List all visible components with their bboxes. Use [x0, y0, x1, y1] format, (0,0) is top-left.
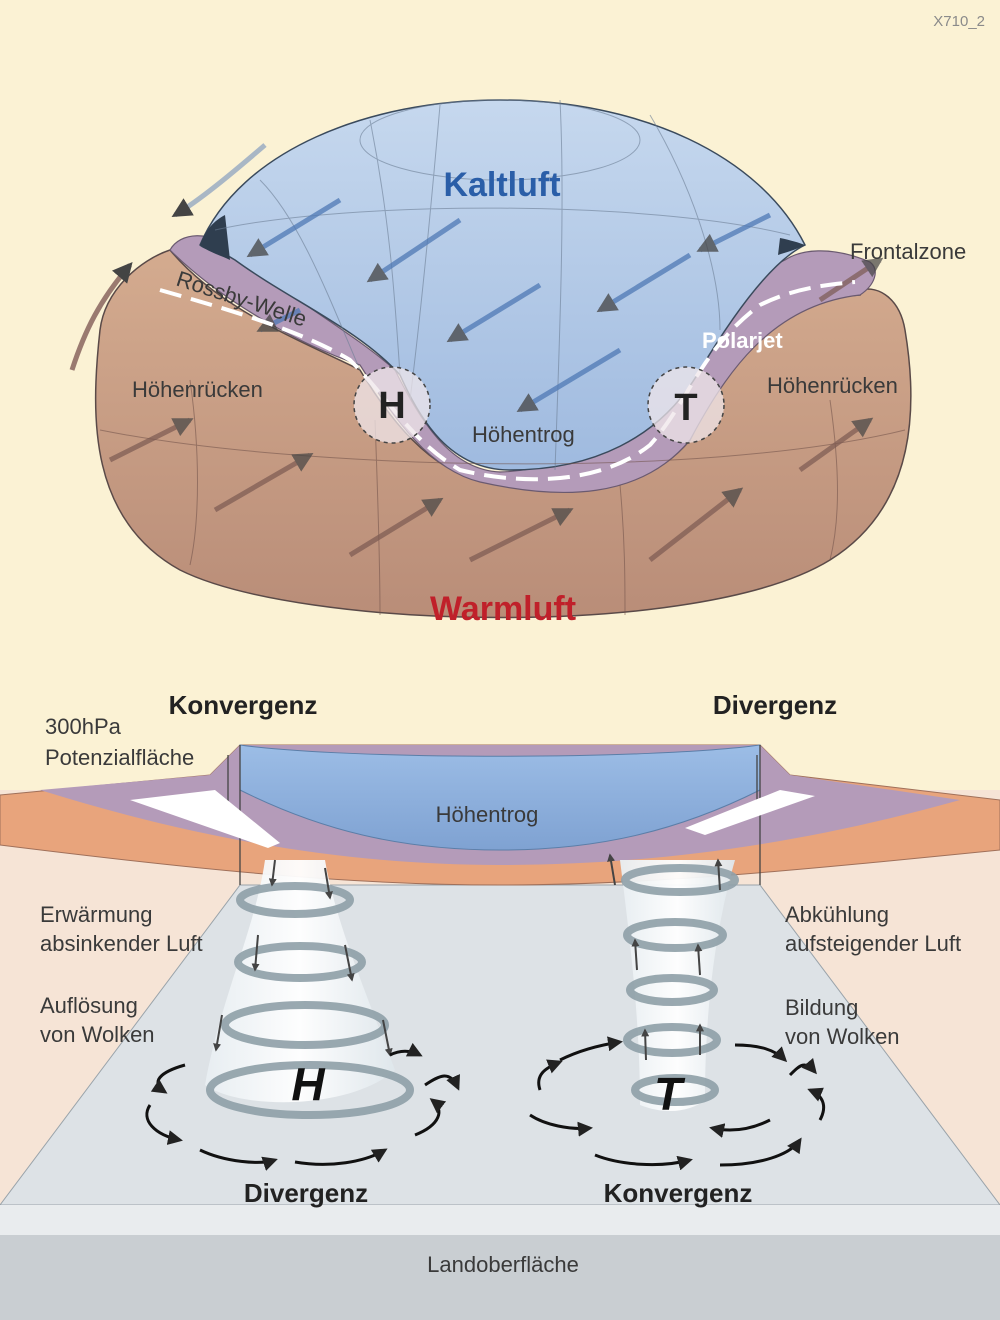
pressure-level-line2: Potenzialfläche: [45, 745, 194, 770]
warming-line2: absinkender Luft: [40, 931, 203, 956]
dissolve-line2: von Wolken: [40, 1022, 155, 1047]
divergence-top-label: Divergenz: [713, 690, 837, 720]
high-marker-top: H: [353, 366, 431, 444]
land-surface-band: [0, 1235, 1000, 1320]
ridge-left-label: Höhenrücken: [132, 377, 263, 402]
dissolve-line1: Auflösung: [40, 993, 138, 1018]
cold-air-flow-arrows: [246, 197, 772, 413]
cross-section: H: [0, 690, 1000, 1320]
frontal-zone-label: Frontalzone: [850, 239, 966, 264]
formation-line2: von Wolken: [785, 1024, 900, 1049]
dome-shadow-left: [200, 215, 230, 260]
low-symbol-bottom: T: [654, 1068, 686, 1120]
polar-jet-label: Polarjet: [702, 328, 783, 353]
warm-air-label: Warmluft: [430, 590, 576, 628]
globe: H T Kaltluft Warmluft Frontalzone Rossby…: [69, 99, 966, 628]
low-symbol-top: T: [674, 387, 697, 429]
warm-air-flow-arrows: [108, 257, 884, 563]
convergence-top-label: Konvergenz: [169, 690, 318, 720]
divergence-bottom-label: Divergenz: [244, 1178, 368, 1208]
outer-flow-arrows: [171, 143, 267, 218]
cooling-line2: aufsteigender Luft: [785, 931, 961, 956]
formation-line1: Bildung: [785, 995, 858, 1020]
cold-air-label: Kaltluft: [443, 166, 560, 204]
warming-line1: Erwärmung: [40, 902, 152, 927]
ground-front-edge: [0, 1205, 1000, 1235]
ridge-right-label: Höhenrücken: [767, 373, 898, 398]
trough-label-bottom: Höhentrog: [436, 802, 539, 827]
land-surface-label: Landoberfläche: [427, 1252, 579, 1277]
convergence-bottom-label: Konvergenz: [604, 1178, 753, 1208]
outer-warm-arrows: [69, 261, 133, 371]
divergence-ground-arrows: [145, 1042, 460, 1171]
ascending-column: T: [529, 853, 826, 1171]
trough-label-top: Höhentrog: [472, 422, 575, 447]
cooling-line1: Abkühlung: [785, 902, 889, 927]
high-symbol-top: H: [378, 385, 405, 427]
low-marker-top: T: [647, 366, 725, 444]
graticule-warm: [99, 379, 906, 616]
dome-shadow-right: [778, 238, 805, 255]
polar-jet-arrows: [159, 280, 856, 482]
convergence-ground-arrows: [529, 1036, 826, 1171]
figure-code: X710_2: [933, 13, 985, 30]
descending-column: H: [145, 859, 460, 1171]
jet-arrow-right: [685, 790, 815, 835]
pressure-level-line1: 300hPa: [45, 714, 122, 739]
high-symbol-bottom: H: [291, 1058, 325, 1110]
trough-region: [239, 744, 761, 851]
jet-arrow-left: [130, 790, 280, 848]
